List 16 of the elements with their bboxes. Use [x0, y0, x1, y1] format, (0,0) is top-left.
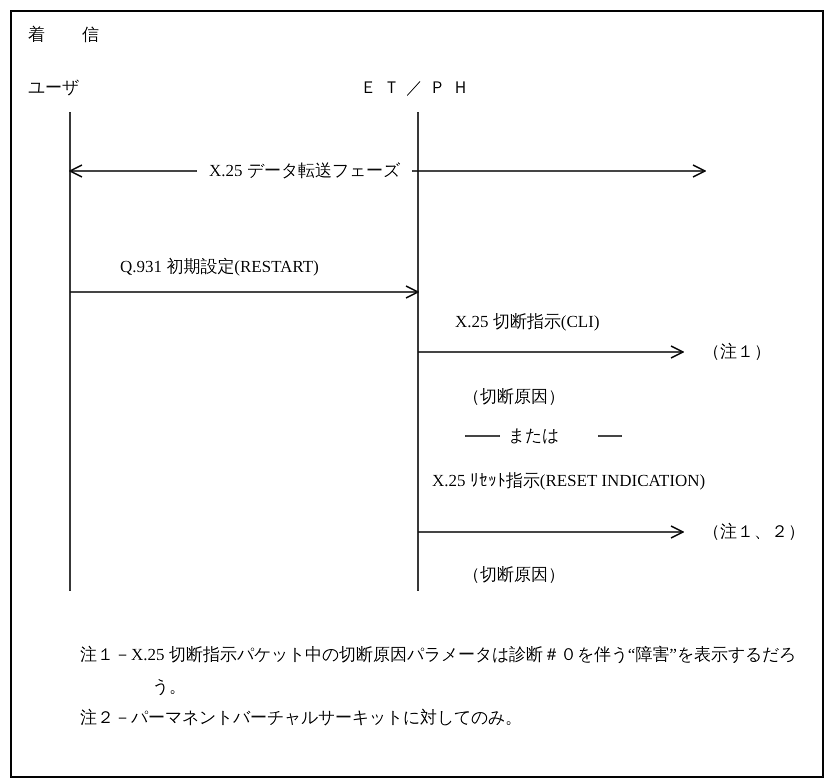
participant-label: ユーザ — [28, 77, 79, 99]
footnote: 注２－パーマネントバーチャルサーキットに対してのみ。 — [80, 707, 522, 729]
note-reference: （注１） — [703, 341, 771, 363]
footnote: 注１－X.25 切断指示パケット中の切断原因パラメータは診断＃０を伴う“障害”を表示するだろう。 — [80, 644, 797, 698]
arrow — [418, 345, 684, 359]
or-label: または — [508, 425, 559, 447]
diagram-title: 着 信 — [28, 24, 109, 46]
participant-label: ＥＴ／ＰＨ — [360, 77, 475, 99]
note-reference: （注１、２） — [703, 521, 805, 543]
arrow — [70, 285, 419, 299]
cause-label: （切断原因） — [463, 564, 565, 586]
edge-label: Q.931 初期設定(RESTART) — [120, 256, 319, 278]
cause-label: （切断原因） — [463, 386, 565, 408]
arrow — [418, 525, 684, 539]
edge-label: X.25 切断指示(CLI) — [455, 311, 600, 333]
edge-label: X.25 ﾘｾｯﾄ指示(RESET INDICATION) — [432, 470, 706, 492]
